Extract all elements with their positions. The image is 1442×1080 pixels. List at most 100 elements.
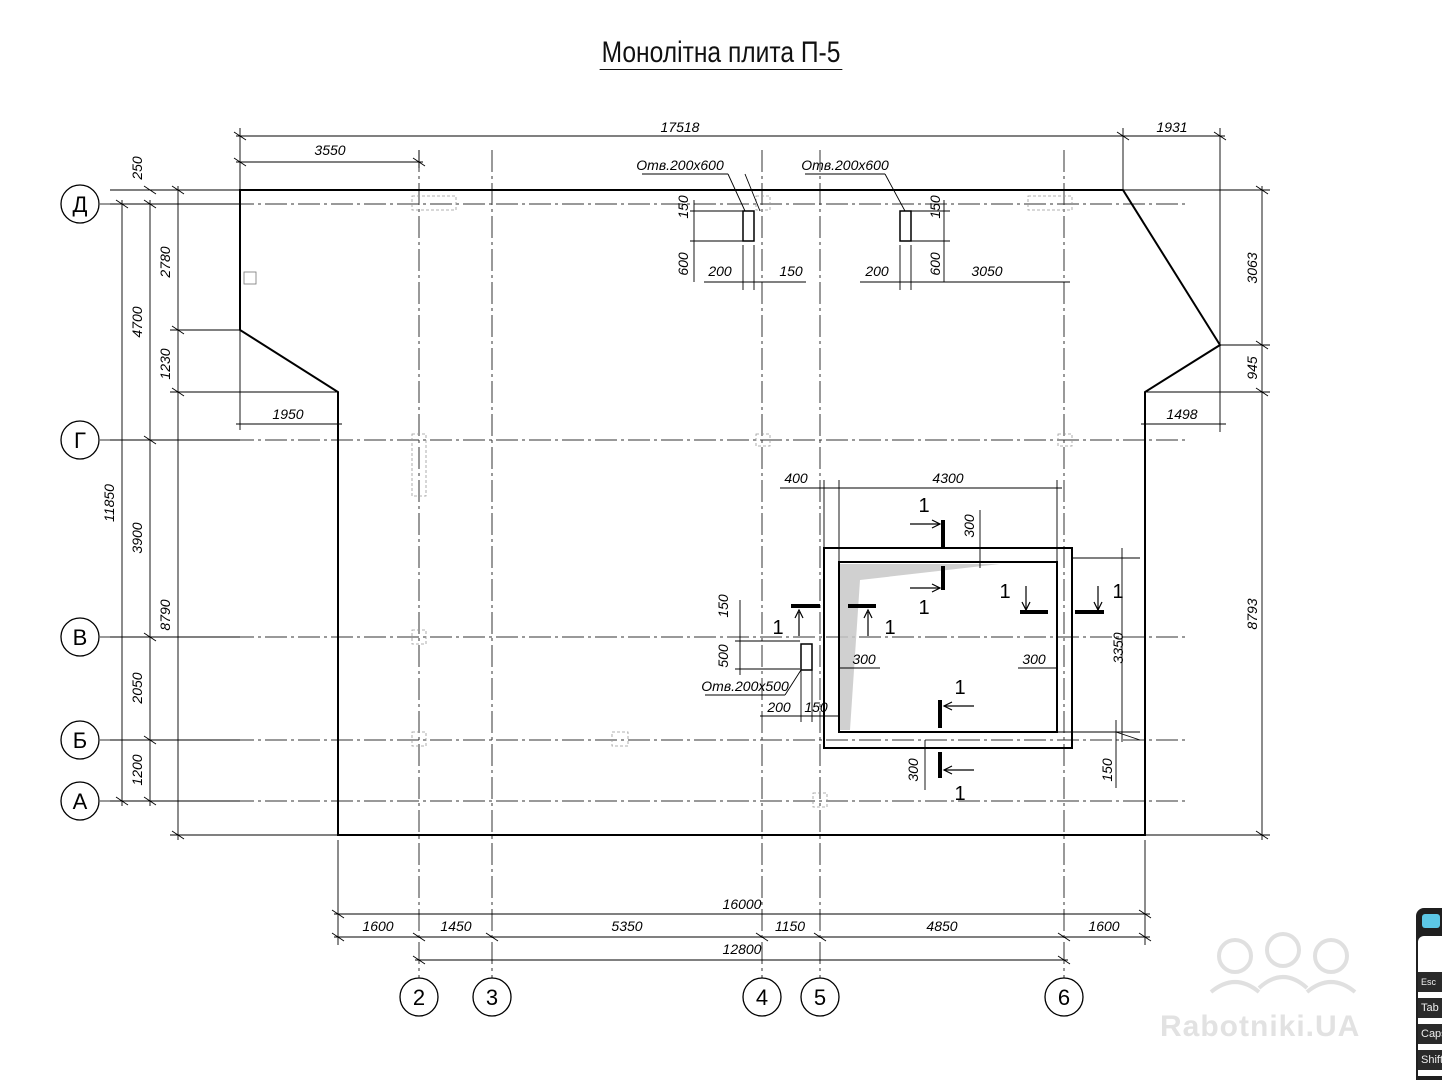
- axis-bubble-v: [60, 617, 100, 657]
- section-1-left-a: 1: [772, 617, 783, 639]
- axis-bubble-a: [60, 781, 100, 821]
- axis-label-a: А: [73, 789, 88, 814]
- dim-bot-12800: 12800: [723, 941, 762, 957]
- dim-left-4700: 4700: [129, 306, 145, 337]
- dim-o2-150: 150: [927, 195, 943, 219]
- dim-left-2050: 2050: [129, 672, 145, 704]
- axis-bubbles: [60, 184, 1084, 1017]
- dim-cut-right: 1498: [1166, 406, 1197, 422]
- axis-label-3: 3: [486, 985, 498, 1010]
- dim-o2-600: 600: [927, 252, 943, 276]
- axis-bubble-5: [800, 977, 840, 1017]
- key-shift[interactable]: Shift: [1418, 1050, 1442, 1070]
- small-marker: [243, 271, 257, 285]
- dim-shaft-300-right: 300: [1022, 651, 1046, 667]
- dim-top-total: 17518: [661, 119, 700, 135]
- section-1-mid: 1: [918, 597, 929, 619]
- key-caps[interactable]: Caps: [1418, 1024, 1442, 1044]
- axis-label-b: Б: [73, 728, 87, 753]
- section-markers: [791, 520, 1104, 778]
- section-1-lower: 1: [954, 677, 965, 699]
- dim-top-right: 1931: [1156, 119, 1187, 135]
- section-1-right-b: 1: [1112, 581, 1123, 603]
- dim-shaft-3350: 3350: [1110, 632, 1126, 663]
- dim-bot-1600b: 1600: [1088, 918, 1119, 934]
- dim-right-3063: 3063: [1244, 252, 1260, 283]
- dim-shaft-4300: 4300: [932, 470, 963, 486]
- dim-bot-1600a: 1600: [362, 918, 393, 934]
- axis-labels: Д Г В Б А 2 3 4 5 6: [73, 192, 1071, 1010]
- watermark-logo-icon: [1209, 932, 1357, 994]
- grid-lines: [100, 150, 1185, 978]
- shaft-inner: [838, 561, 1058, 733]
- shaft-outer: [823, 547, 1073, 749]
- axis-bubble-6: [1044, 977, 1084, 1017]
- opening-1-label: Отв.200х600: [636, 157, 724, 173]
- dim-left-1200: 1200: [129, 754, 145, 785]
- key-esc[interactable]: Esc: [1418, 972, 1442, 992]
- dim-o1-150b: 150: [779, 263, 803, 279]
- section-1-left-b: 1: [884, 617, 895, 639]
- dim-bot-16000: 16000: [723, 896, 762, 912]
- section-numbers: 1 1 1 1 1 1 1 1: [772, 495, 1123, 805]
- on-screen-keyboard[interactable]: Esc Tab Caps Shift: [1416, 908, 1442, 1080]
- dim-top-left: 3550: [314, 142, 345, 158]
- axis-bubble-3: [472, 977, 512, 1017]
- dim-o3-150b: 150: [804, 699, 828, 715]
- dim-bot-5350: 5350: [611, 918, 642, 934]
- opening-3-label: Отв.200х500: [701, 678, 789, 694]
- axis-bubble-g: [60, 420, 100, 460]
- dim-shaft-300-bottom: 300: [905, 758, 921, 782]
- title-text: Монолітна плита П-5: [599, 36, 843, 70]
- dim-bot-1150: 1150: [775, 918, 805, 934]
- opening-2-label: Отв.200х600: [801, 157, 889, 173]
- dim-shaft-300-top: 300: [961, 514, 977, 538]
- dim-left-3900: 3900: [129, 522, 145, 553]
- keyboard-icon[interactable]: [1422, 914, 1440, 928]
- dim-left-8790: 8790: [157, 599, 173, 630]
- page-title: Монолітна плита П-5: [130, 36, 1312, 70]
- column-markers: [411, 195, 1073, 808]
- section-1-top: 1: [918, 495, 929, 517]
- shaft-shade: [840, 564, 1000, 730]
- dimension-text-vertical: 250 2780 4700 1230 11850 3900 8790 2050 …: [101, 156, 1260, 785]
- section-arrows: [794, 519, 1103, 775]
- dim-o1-200: 200: [707, 263, 732, 279]
- dim-bot-4850: 4850: [926, 918, 957, 934]
- dim-left-11850: 11850: [101, 484, 117, 522]
- dim-o3-150: 150: [715, 594, 731, 618]
- dim-shaft-150: 150: [1099, 758, 1115, 782]
- axis-label-d: Д: [73, 192, 88, 217]
- dim-o2-3050: 3050: [971, 263, 1002, 279]
- dim-cut-left: 1950: [272, 406, 303, 422]
- dimension-text: 17518 3550 1931 1950 1498 1600 1450 5350…: [272, 119, 1197, 957]
- key-tab[interactable]: Tab: [1418, 998, 1442, 1018]
- axis-bubble-b: [60, 720, 100, 760]
- dim-shaft-300-left: 300: [852, 651, 876, 667]
- axis-label-2: 2: [413, 985, 425, 1010]
- section-1-right-a: 1: [999, 581, 1010, 603]
- opening-3: [800, 643, 813, 671]
- opening-1: [742, 210, 755, 242]
- dimension-lines: [110, 128, 1270, 965]
- watermark-text: Rabotniki.UA: [1160, 1010, 1361, 1043]
- dim-left-1230: 1230: [157, 348, 173, 379]
- dim-o1-150: 150: [675, 195, 691, 219]
- dim-o3-500: 500: [715, 644, 731, 668]
- axis-label-4: 4: [756, 985, 768, 1010]
- axis-bubble-d: [60, 184, 100, 224]
- dim-right-8793: 8793: [1244, 598, 1260, 629]
- axis-bubble-4: [742, 977, 782, 1017]
- dim-o3-200: 200: [766, 699, 791, 715]
- opening-2: [899, 210, 912, 242]
- dim-o1-600: 600: [675, 252, 691, 276]
- dim-left-250: 250: [129, 156, 145, 181]
- dim-left-2780: 2780: [157, 246, 173, 278]
- axis-label-v: В: [73, 625, 88, 650]
- section-1-bottom: 1: [954, 783, 965, 805]
- dim-bot-1450: 1450: [440, 918, 471, 934]
- axis-label-6: 6: [1058, 985, 1070, 1010]
- dim-right-945: 945: [1244, 356, 1260, 380]
- axis-bubble-2: [399, 977, 439, 1017]
